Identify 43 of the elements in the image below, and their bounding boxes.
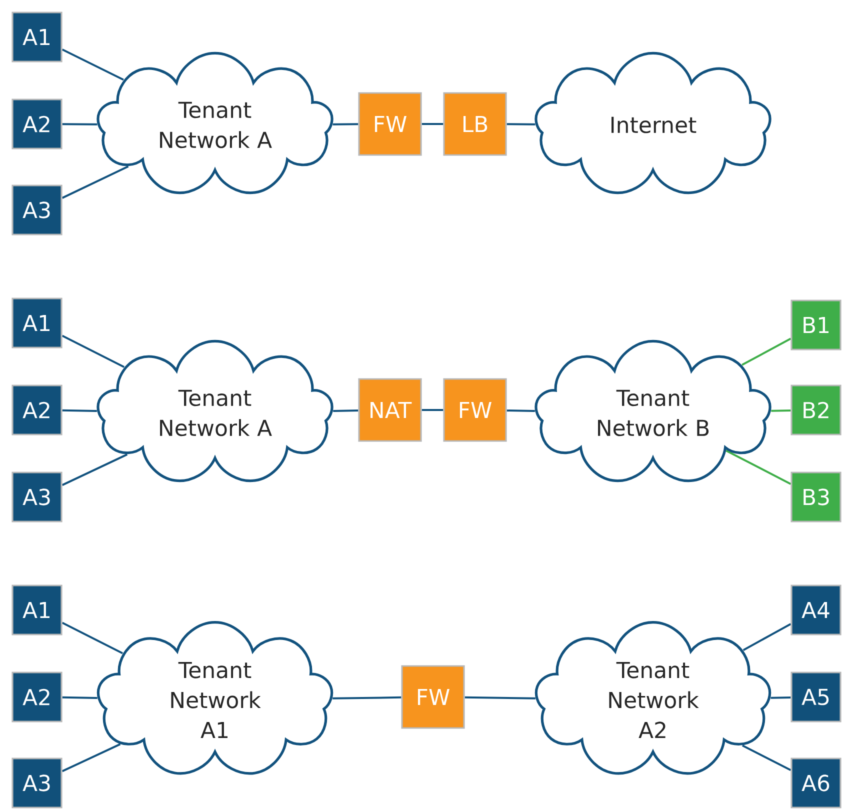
host-box: A1 xyxy=(12,584,62,636)
host-box: A4 xyxy=(790,584,842,636)
connector-line xyxy=(62,123,98,126)
connector-line xyxy=(506,123,536,126)
connector-line xyxy=(771,409,791,412)
host-box: A2 xyxy=(12,672,62,722)
host-box: A1 xyxy=(12,12,62,62)
host-box: A2 xyxy=(12,98,62,150)
host-box: B1 xyxy=(790,300,842,350)
appliance-box: FW xyxy=(401,665,465,729)
appliance-box: NAT xyxy=(358,378,422,442)
appliance-box: FW xyxy=(358,92,422,156)
connector-line xyxy=(62,743,121,772)
connector-line xyxy=(422,409,444,411)
connector-line xyxy=(422,123,444,125)
connector-line xyxy=(742,744,792,771)
connector-line xyxy=(62,48,124,81)
host-box: A3 xyxy=(12,758,62,808)
connector-line xyxy=(62,166,129,199)
host-box: A3 xyxy=(12,472,62,522)
host-box: B2 xyxy=(790,384,842,436)
connector-line xyxy=(770,696,791,699)
connector-line xyxy=(506,410,535,412)
connector-line xyxy=(464,696,536,700)
connector-line xyxy=(742,338,792,366)
appliance-box: FW xyxy=(443,378,507,442)
host-box: A1 xyxy=(12,298,62,348)
connector-line xyxy=(62,334,125,368)
host-box: B3 xyxy=(790,472,842,522)
connector-line xyxy=(333,410,358,412)
connector-line xyxy=(332,123,358,126)
connector-line xyxy=(62,622,123,654)
host-box: A6 xyxy=(790,758,842,808)
host-box: A2 xyxy=(12,384,62,436)
appliance-box: LB xyxy=(443,92,507,156)
connector-line xyxy=(726,450,792,485)
connector-line xyxy=(62,696,98,699)
connector-line xyxy=(332,696,402,700)
connector-line xyxy=(62,409,97,412)
connector-line xyxy=(62,454,128,486)
host-box: A3 xyxy=(12,184,62,236)
host-box: A5 xyxy=(790,672,842,722)
connector-line xyxy=(742,623,792,651)
